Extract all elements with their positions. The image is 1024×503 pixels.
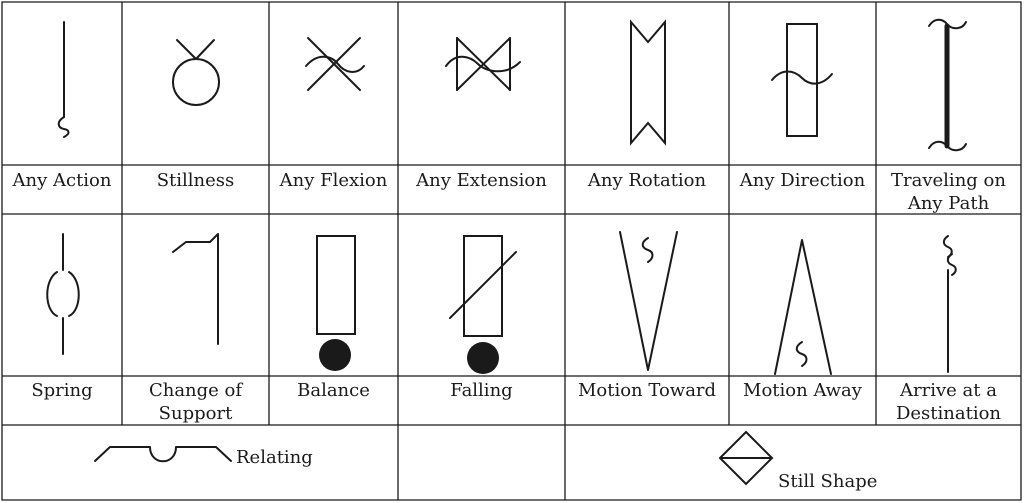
- traveling-label: Traveling on Any Path: [891, 170, 1006, 214]
- any-direction-label: Any Direction: [739, 170, 866, 191]
- stillness-label: Stillness: [156, 170, 235, 191]
- any-flexion-label: Any Flexion: [279, 170, 388, 191]
- balance-label: Balance: [297, 380, 370, 401]
- falling-label: Falling: [450, 380, 513, 401]
- any-action-label: Any Action: [12, 170, 112, 191]
- change-of-support-label: Change of Support: [148, 380, 243, 424]
- still-shape-label: Still Shape: [778, 471, 878, 492]
- any-extension-label: Any Extension: [416, 170, 547, 191]
- motion-away-label: Motion Away: [743, 380, 862, 401]
- spring-label: Spring: [31, 380, 93, 401]
- arrive-label: Arrive at a Destination: [895, 380, 1002, 424]
- relating-label: Relating: [236, 447, 313, 468]
- motion-toward-label: Motion Toward: [577, 380, 717, 401]
- any-rotation-label: Any Rotation: [587, 170, 707, 191]
